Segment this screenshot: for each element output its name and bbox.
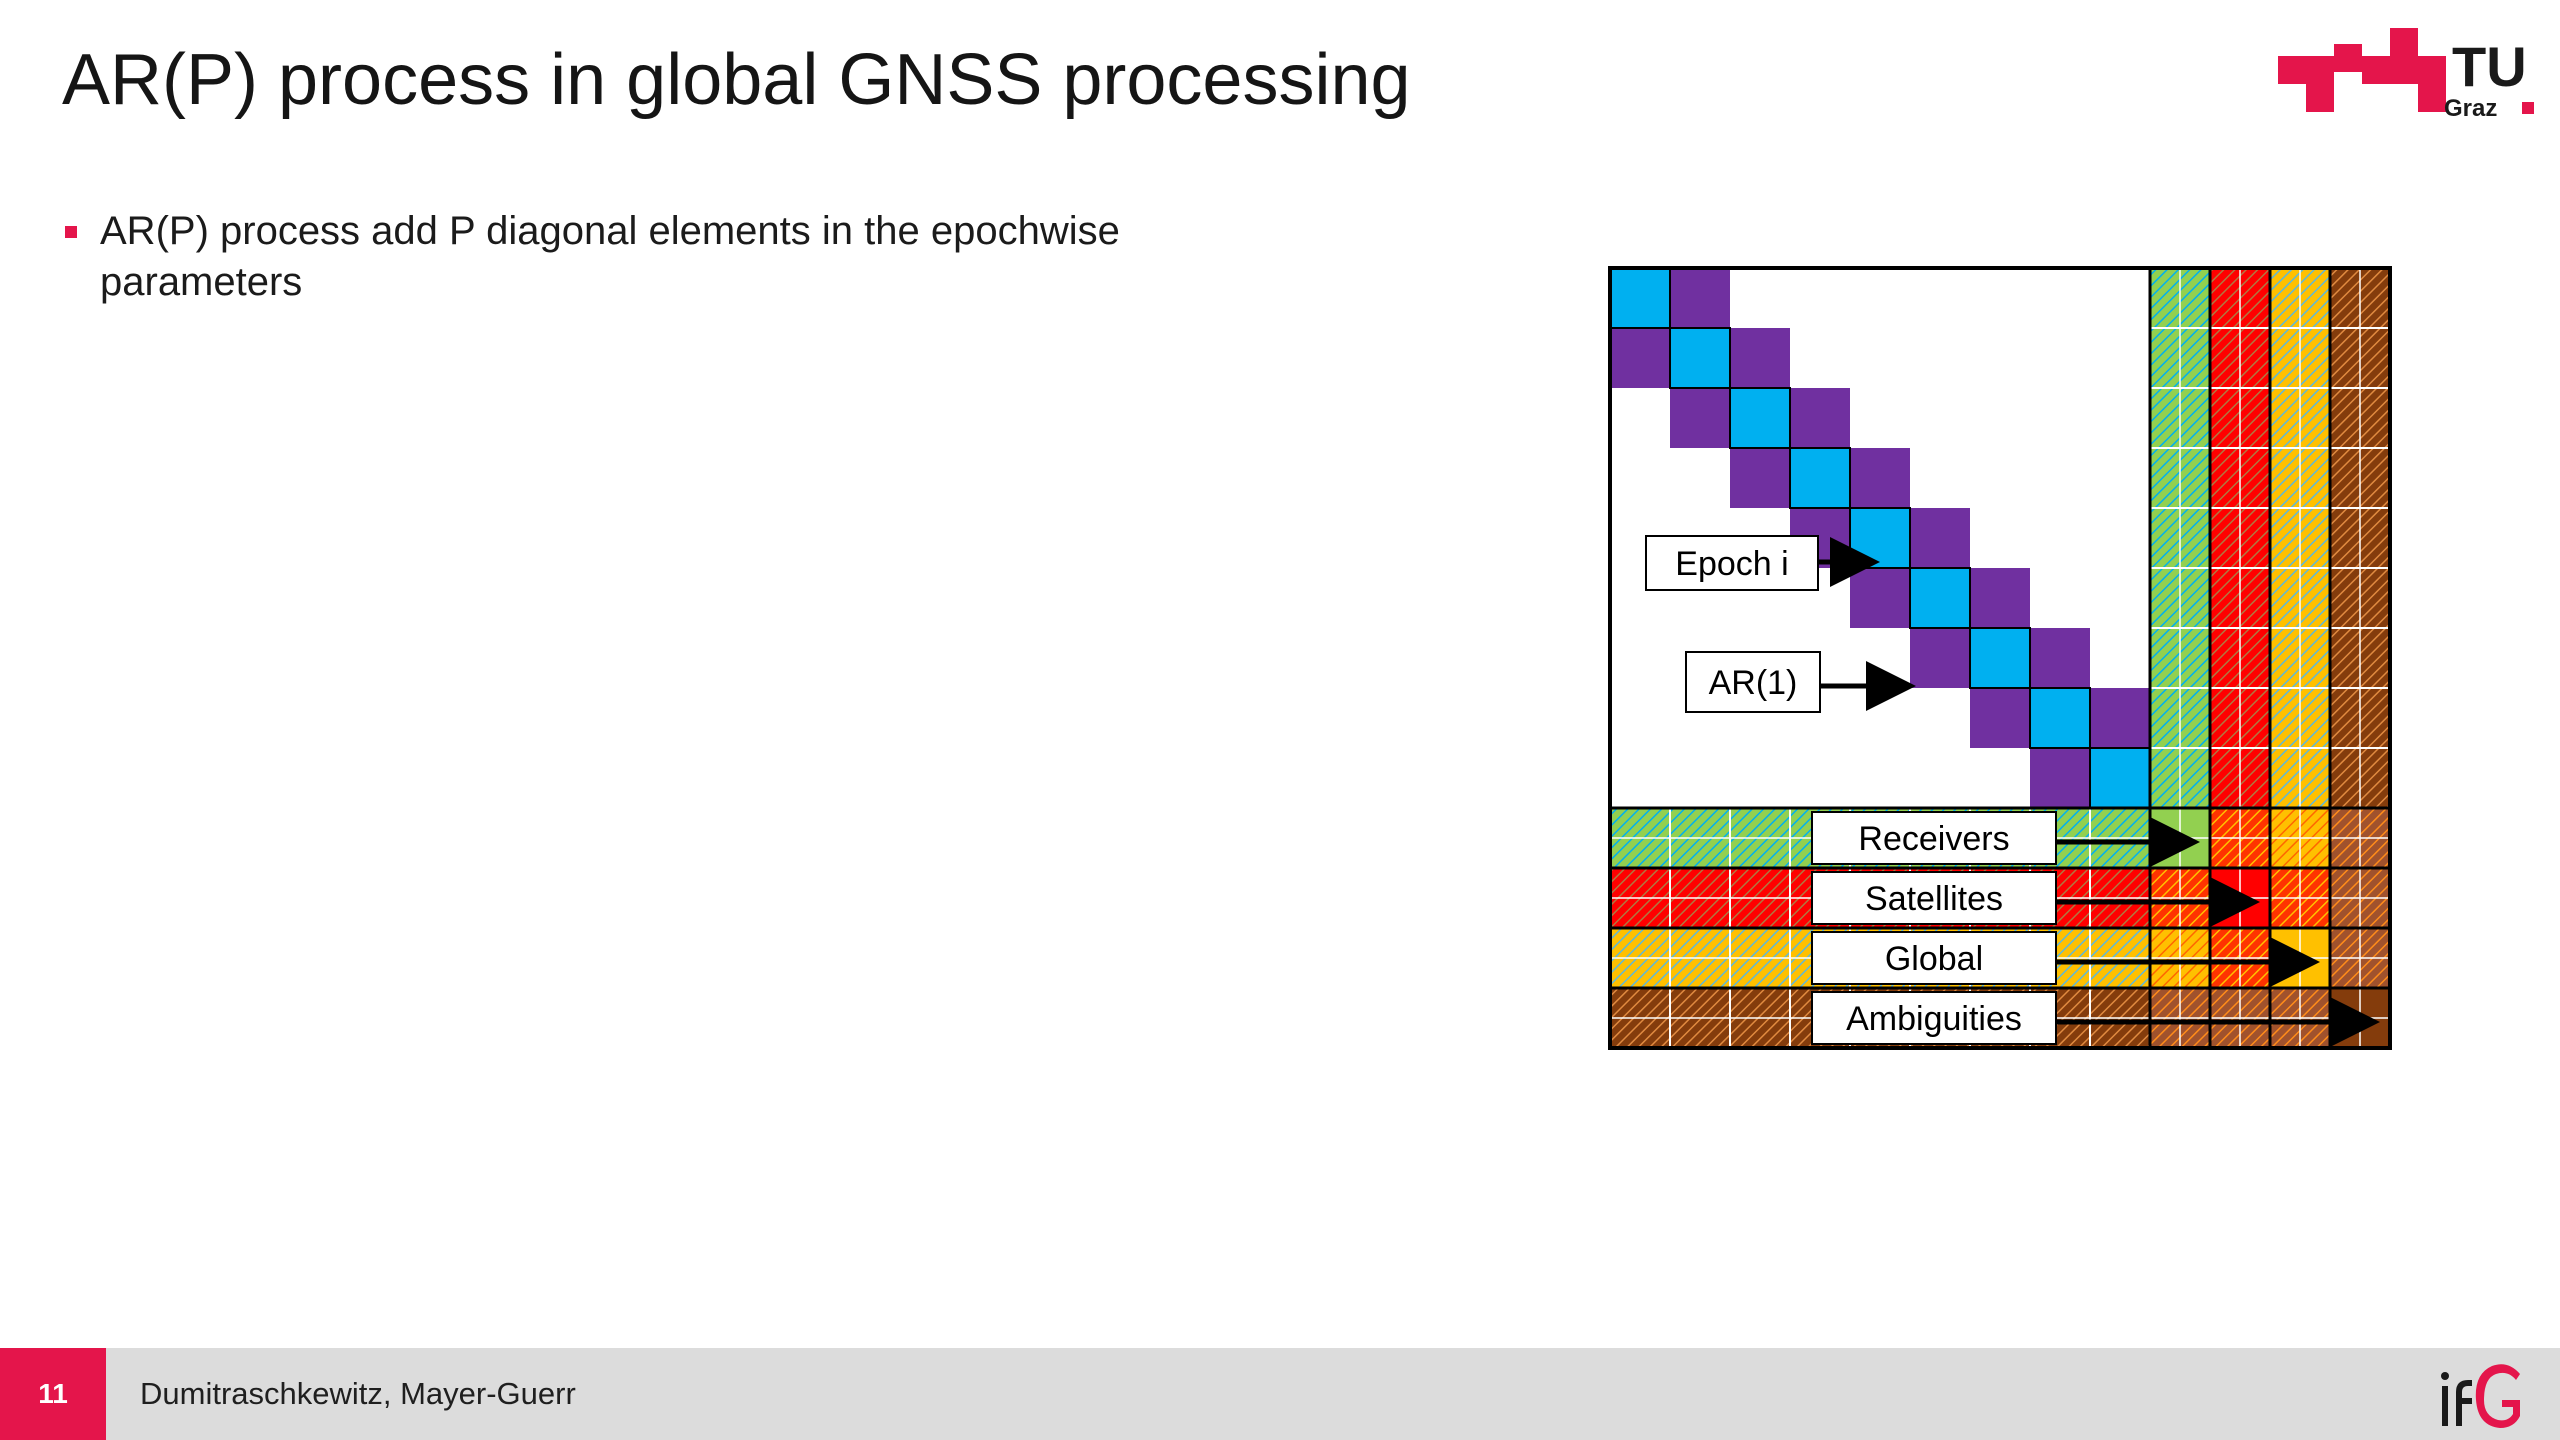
ar-block bbox=[1850, 448, 1910, 508]
ar-block bbox=[1910, 628, 1970, 688]
footer-authors: Dumitraschkewitz, Mayer-Guerr bbox=[140, 1376, 576, 1411]
page-number: 11 bbox=[0, 1348, 106, 1440]
footer: 11 Dumitraschkewitz, Mayer-Guerr bbox=[0, 1348, 2560, 1440]
label-global-box bbox=[1811, 931, 2057, 985]
ar-block bbox=[1730, 448, 1790, 508]
ifg-logo-icon bbox=[2441, 1364, 2520, 1428]
ar-block bbox=[1610, 328, 1670, 388]
ar-block bbox=[1970, 568, 2030, 628]
ar-block bbox=[1790, 388, 1850, 448]
epoch-diagonal-block bbox=[1669, 327, 1731, 389]
label-receivers: Receivers bbox=[1858, 820, 2009, 858]
label-global: Global bbox=[1885, 940, 1983, 978]
bullet-list: AR(P) process add P diagonal elements in… bbox=[62, 206, 1242, 308]
ar-block bbox=[2090, 688, 2150, 748]
epoch-diagonal-block bbox=[1789, 447, 1851, 509]
matrix-border bbox=[1608, 266, 2392, 1050]
ar-block bbox=[1730, 328, 1790, 388]
page-title: AR(P) process in global GNSS processing bbox=[62, 40, 1411, 120]
label-ambiguities-box bbox=[1811, 991, 2057, 1045]
label-ar1-box bbox=[1685, 651, 1821, 713]
epoch-diagonal-block bbox=[1909, 567, 1971, 629]
bullet-marker bbox=[65, 226, 77, 238]
ar-block bbox=[2030, 628, 2090, 688]
label-epoch: Epoch i bbox=[1675, 545, 1788, 583]
graz-text: Graz bbox=[2444, 95, 2497, 122]
ar-block bbox=[1670, 268, 1730, 328]
tu-text: TU bbox=[2452, 35, 2527, 98]
epoch-diagonal-block bbox=[2029, 687, 2091, 749]
ar-block bbox=[2030, 748, 2090, 808]
tu-graz-logo-icon: TU Graz bbox=[2278, 28, 2534, 122]
bullet-item: AR(P) process add P diagonal elements in… bbox=[100, 209, 1120, 304]
epoch-diagonal-block bbox=[2089, 747, 2151, 809]
ar-block bbox=[1910, 508, 1970, 568]
normal-matrix-diagram: Epoch i AR(1) ReceiversSatellitesGlobalAmb… bbox=[1608, 266, 2392, 1050]
label-epoch-box bbox=[1645, 535, 1819, 591]
epoch-diagonal-block bbox=[1969, 627, 2031, 689]
label-ar1: AR(1) bbox=[1709, 664, 1798, 702]
ar-block bbox=[1850, 568, 1910, 628]
epoch-diagonal-block bbox=[1849, 507, 1911, 569]
label-receivers-box bbox=[1811, 811, 2057, 865]
label-ambiguities: Ambiguities bbox=[1846, 1000, 2022, 1038]
label-satellites-box bbox=[1811, 871, 2057, 925]
label-satellites: Satellites bbox=[1865, 880, 2003, 918]
epoch-diagonal-block bbox=[1729, 387, 1791, 449]
ar-block bbox=[1670, 388, 1730, 448]
epoch-diagonal-block bbox=[1609, 267, 1671, 329]
ar-block bbox=[1970, 688, 2030, 748]
